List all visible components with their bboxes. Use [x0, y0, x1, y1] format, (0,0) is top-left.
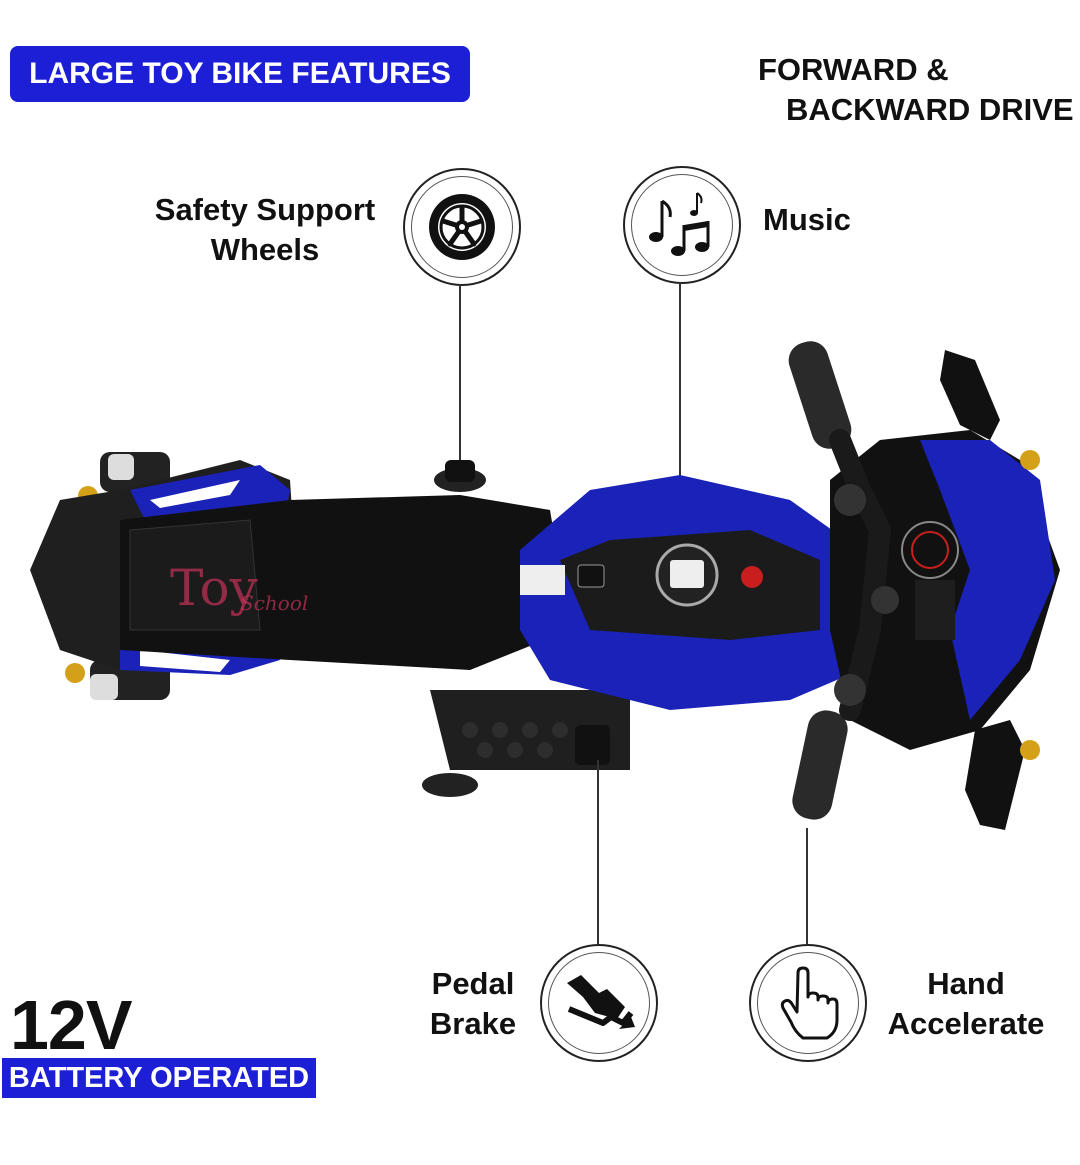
pedal-pointer-line	[597, 760, 599, 944]
features-title-badge: LARGE TOY BIKE FEATURES	[10, 46, 470, 102]
hand-label-line1: Hand	[927, 966, 1005, 1001]
toy-bike-image: Toy School	[30, 341, 1060, 830]
front-fairing	[920, 440, 1055, 720]
forward-label-line2: BACKWARD DRIVE	[786, 92, 1074, 127]
safety-pointer-line	[459, 284, 461, 472]
hand-label-line2: Accelerate	[887, 1006, 1045, 1041]
brake-pedal	[575, 725, 610, 765]
wheel-icon	[429, 194, 495, 260]
battery-badge: BATTERY OPERATED	[2, 1058, 316, 1098]
warning-sticker	[520, 565, 565, 595]
safety-label-line2: Wheels	[210, 232, 320, 267]
pedal-label-line1: Pedal	[431, 966, 515, 1001]
safety-wheels-badge	[403, 168, 521, 286]
hand-pointer-line	[806, 828, 808, 944]
left-mirror	[940, 350, 1000, 440]
safety-wheels-label: Safety Support Wheels	[145, 190, 385, 270]
hand-pointer-icon	[780, 966, 839, 1040]
safety-label-line1: Safety Support	[154, 192, 376, 227]
music-notes-icon	[649, 192, 710, 256]
music-pointer-line	[679, 282, 681, 544]
forward-label-line1: FORWARD &	[758, 52, 949, 87]
music-label: Music	[763, 202, 851, 237]
music-badge	[623, 166, 741, 284]
pedal-brake-badge	[540, 944, 658, 1062]
battery-voltage: 12V	[10, 986, 133, 1064]
hand-accelerate-label: Hand Accelerate	[880, 964, 1052, 1044]
pedal-label-line2: Brake	[429, 1006, 517, 1041]
battery-label: BATTERY OPERATED	[8, 1061, 310, 1094]
pedal-brake-icon	[567, 975, 635, 1029]
right-mirror	[965, 720, 1025, 830]
direction-switch	[577, 564, 605, 588]
features-title: LARGE TOY BIKE FEATURES	[29, 57, 451, 90]
svg-text:School: School	[240, 591, 308, 615]
left-handle-grip	[788, 341, 852, 449]
right-handle-grip	[792, 710, 848, 820]
pedal-brake-label: Pedal Brake	[426, 964, 520, 1044]
power-button	[741, 566, 763, 588]
speedometer	[901, 521, 959, 579]
hand-accelerate-badge	[749, 944, 867, 1062]
watermark-logo: Toy	[170, 559, 259, 617]
